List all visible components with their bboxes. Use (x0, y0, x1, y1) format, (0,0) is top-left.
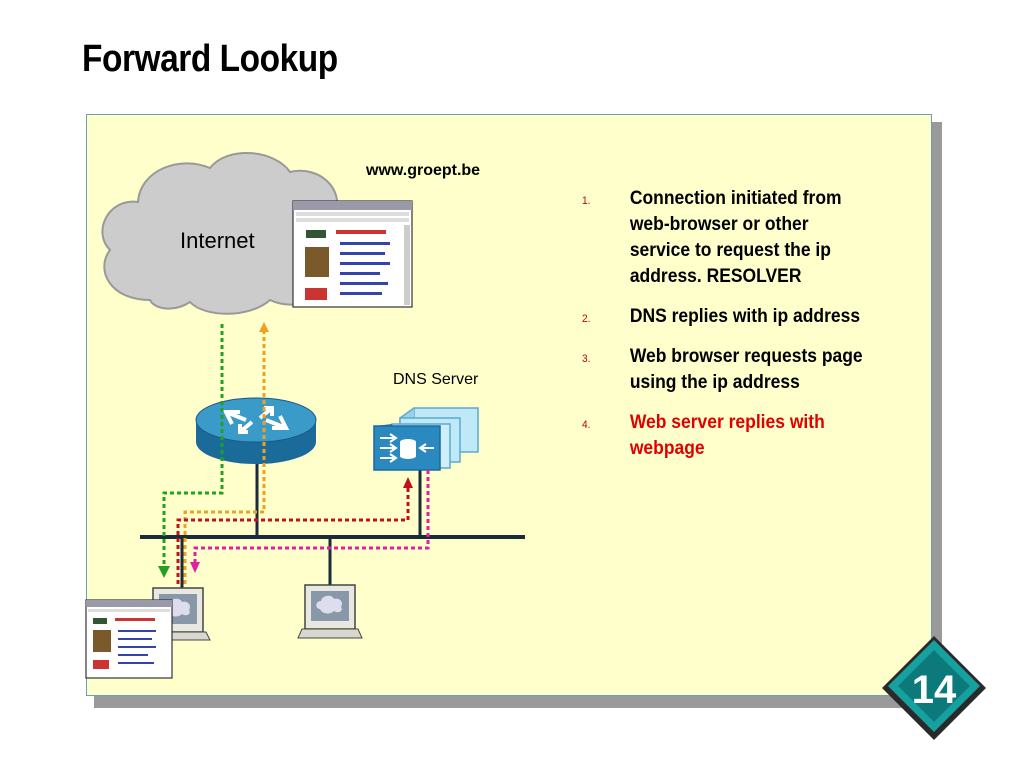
step-number: 3. (582, 353, 591, 365)
dns-server-icon (373, 407, 479, 471)
path-green (162, 324, 224, 566)
dns-server-label: DNS Server (393, 371, 479, 388)
path-red (176, 488, 410, 584)
step-2: 2. DNS replies with ip address (582, 304, 867, 330)
internet-label: Internet (180, 228, 255, 253)
step-text: Connection initiated from web-browser or… (629, 188, 842, 287)
step-number: 2. (582, 313, 591, 325)
router-icon (195, 397, 317, 464)
client-web-page-icon (85, 599, 173, 679)
slide-title: Forward Lookup (82, 38, 338, 80)
web-page-icon (292, 200, 413, 308)
path-magenta (193, 470, 430, 562)
step-text: Web browser requests page using the ip a… (629, 346, 863, 393)
steps-list: 1. Connection initiated from web-browser… (582, 186, 892, 476)
step-1: 1. Connection initiated from web-browser… (582, 186, 867, 290)
path-orange (183, 330, 266, 584)
computer-icon (297, 584, 363, 639)
step-number: 4. (582, 419, 591, 431)
page-number: 14 (911, 668, 957, 712)
step-3: 3. Web browser requests page using the i… (582, 344, 867, 396)
step-number: 1. (582, 195, 591, 207)
step-4: 4. Web server replies with webpage (582, 410, 867, 462)
step-text: DNS replies with ip address (629, 306, 861, 327)
client-computer-icon (145, 587, 211, 641)
page-number-badge (882, 636, 986, 740)
internet-cloud-icon (101, 151, 353, 315)
step-text: Web server replies with webpage (629, 412, 825, 459)
site-label: www.groept.be (366, 162, 481, 179)
